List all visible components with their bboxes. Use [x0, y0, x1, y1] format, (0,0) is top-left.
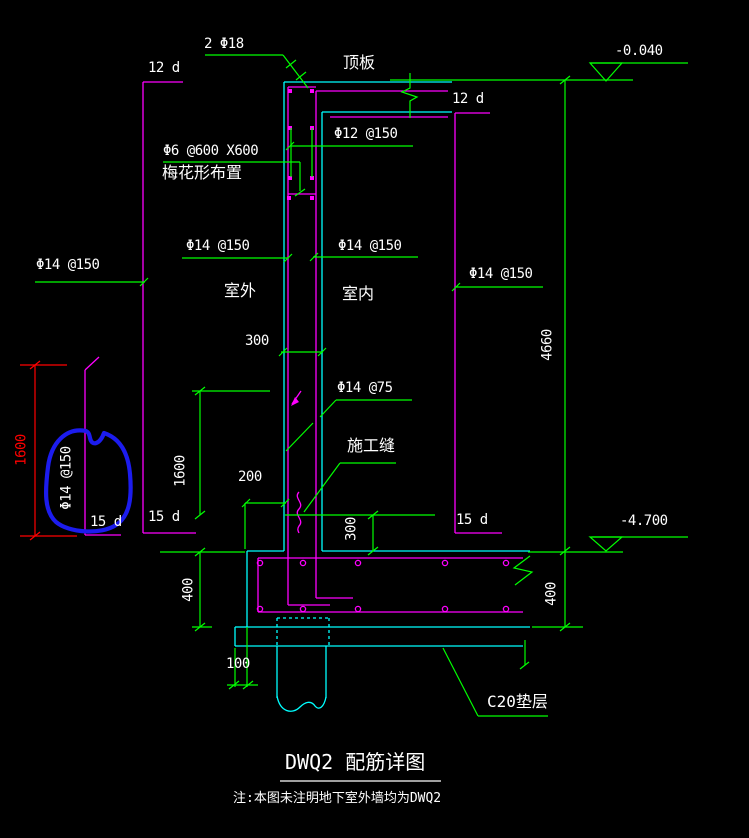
mesh-layout-label: 梅花形布置 [162, 163, 243, 182]
roof-slab-label: 顶板 [343, 53, 376, 72]
extra-bar-label: Φ14 @75 [337, 380, 393, 396]
red-dimension-lines [20, 360, 77, 541]
circled-bar-label: Φ14 @150 [58, 446, 75, 510]
inside-label: 室内 [342, 284, 375, 303]
wall-1600-dim: 1600 [172, 455, 189, 487]
dim-200: 200 [238, 469, 262, 485]
wall-bar-right-label: Φ14 @150 [469, 266, 533, 282]
top-bars-label: 2 Φ18 [204, 36, 244, 52]
wall-bar-outer-mid-label: Φ14 @150 [186, 238, 250, 254]
joint-300-dim: 300 [343, 517, 360, 541]
outside-label: 室外 [224, 281, 257, 300]
hook-12d-left-label: 12 d [148, 60, 180, 76]
hook-15d-b-label: 15 d [148, 509, 180, 525]
footing-400-left-dim: 400 [180, 578, 197, 602]
bedding-100-dim: 100 [226, 656, 250, 672]
hook-15d-right-label: 15 d [456, 512, 488, 528]
drawing-title: DWQ2 配筋详图 [285, 750, 426, 774]
drawing-note: 注:本图未注明地下室外墙均为DWQ2 [233, 791, 442, 806]
concrete-outline [234, 81, 530, 712]
footing-400-right-dim: 400 [543, 582, 560, 606]
hook-15d-a-label: 15 d [90, 514, 122, 530]
slab-bar-label: Φ12 @150 [334, 126, 398, 142]
mesh-spec-label: Φ6 @600 X600 [163, 143, 259, 159]
highlight-circle [43, 428, 133, 534]
rebar-lines [84, 81, 523, 613]
elevation-bottom-label: -4.700 [620, 513, 668, 529]
bedding-label: C20垫层 [487, 692, 548, 711]
red-1600-dim: 1600 [13, 434, 30, 466]
wall-bar-inner-mid-label: Φ14 @150 [338, 238, 402, 254]
construction-joint-label: 施工缝 [347, 436, 396, 455]
elevation-top-label: -0.040 [615, 43, 663, 59]
wall-bar-far-left-label: Φ14 @150 [36, 257, 100, 273]
hook-12d-right-label: 12 d [452, 91, 484, 107]
wall-height-dim: 4660 [539, 329, 556, 361]
annotation-lines [35, 54, 688, 717]
wall-thickness-dim: 300 [245, 333, 269, 349]
footing-bar-dots [256, 559, 510, 613]
